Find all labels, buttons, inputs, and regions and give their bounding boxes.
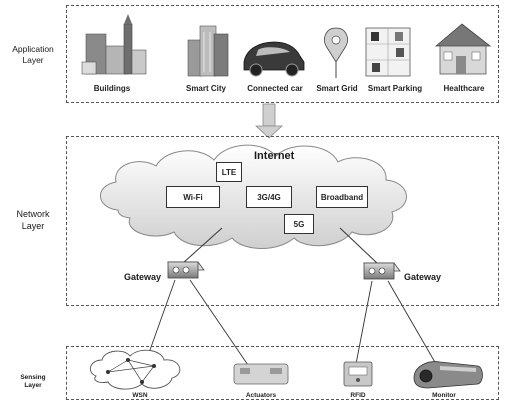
lte-box: LTE <box>216 162 242 182</box>
gateway-label-left: Gateway <box>124 272 162 282</box>
smart-grid-icon <box>324 27 348 78</box>
application-layer-label-line1: Application <box>12 44 54 54</box>
connected-car-icon <box>243 41 305 77</box>
actuators-icon <box>233 363 289 385</box>
monitor-icon <box>413 361 483 389</box>
sensing-layer-label-line2: Layer <box>24 382 42 389</box>
application-label-healthcare: Healthcare <box>443 84 485 93</box>
network-layer-label: Network Layer <box>2 208 64 232</box>
application-label-connected-car: Connected car <box>247 84 303 93</box>
buildings-icon <box>81 14 147 75</box>
application-label-buildings: Buildings <box>93 84 131 93</box>
sensing-layer-label-line1: Sensing <box>20 374 46 381</box>
internet-title: Internet <box>254 150 295 162</box>
network-layer-label-line1: Network <box>16 209 50 219</box>
down-arrow-icon <box>254 103 284 139</box>
sensing-layer-label: Sensing Layer <box>2 374 64 390</box>
application-label-smart-parking: Smart Parking <box>367 84 423 93</box>
broadband-box: Broadband <box>316 186 368 208</box>
healthcare-icon <box>434 23 492 75</box>
router-icon <box>167 261 205 279</box>
sensing-label-monitor: Monitor <box>432 392 456 399</box>
router-icon <box>363 262 401 280</box>
application-layer-box <box>66 5 499 103</box>
sensing-layer-box <box>66 346 499 400</box>
application-label-smart-grid: Smart Grid <box>316 84 358 93</box>
application-label-smart-city: Smart City <box>185 84 226 93</box>
wifi-box: Wi-Fi <box>166 186 220 208</box>
sensing-label-wsn: WSN <box>132 392 148 399</box>
application-layer-label: Application Layer <box>2 44 64 66</box>
application-layer-label-line2: Layer <box>22 55 44 65</box>
smart-parking-icon <box>365 27 411 77</box>
sensing-label-actuators: Actuators <box>245 392 277 399</box>
sensing-links <box>149 279 437 369</box>
network-layer-box <box>66 136 499 306</box>
3g-4g-box: 3G/4G <box>246 186 292 208</box>
gateway-links <box>182 227 379 265</box>
network-layer-label-line2: Layer <box>21 221 45 231</box>
rfid-icon <box>343 361 373 387</box>
sensing-label-rfid: RFID <box>350 392 366 399</box>
gateway-label-right: Gateway <box>404 272 442 282</box>
smart-city-icon <box>187 25 229 77</box>
wsn-icon <box>89 349 181 390</box>
5g-box: 5G <box>284 214 314 234</box>
